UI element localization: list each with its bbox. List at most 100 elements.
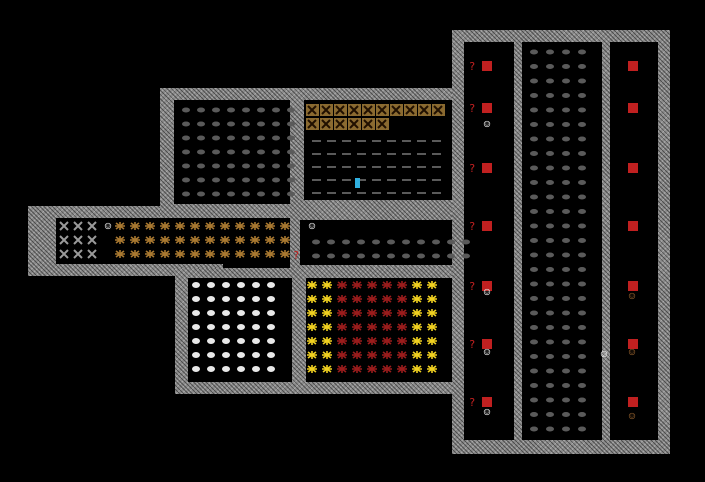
floor-tile	[530, 194, 538, 200]
wheat-icon	[205, 222, 215, 230]
floor-tile	[562, 78, 570, 84]
floor-tile	[530, 281, 538, 287]
bed-icon	[237, 310, 245, 316]
bed-icon	[207, 310, 215, 316]
wheat-icon	[160, 250, 170, 258]
floor-tile	[530, 78, 538, 84]
floor-tile	[530, 209, 538, 214]
floor-tile	[546, 238, 554, 243]
floor-tile	[546, 223, 554, 229]
floor-tile	[530, 165, 538, 171]
floor-tile	[530, 310, 538, 316]
floor-tile	[197, 107, 205, 113]
floor-tile	[197, 121, 205, 127]
dwarf-icon: ☺	[629, 346, 636, 359]
floor-tile	[562, 238, 570, 243]
floor-tile	[242, 149, 250, 155]
bed-icon	[192, 282, 200, 288]
floor-tile	[578, 238, 586, 243]
stockpile-icon	[307, 105, 317, 115]
floor-tile	[578, 64, 586, 69]
bin-icon	[87, 235, 97, 245]
floor-tile	[562, 93, 570, 98]
floor-tile	[287, 135, 295, 141]
crop-icon	[352, 295, 362, 303]
floor-tile	[578, 397, 586, 403]
floor-tile	[257, 107, 265, 113]
crop-icon	[367, 295, 377, 303]
wheat-icon	[175, 250, 185, 258]
floor-tile	[257, 163, 265, 169]
bed-icon	[207, 352, 215, 358]
floor-tile	[312, 239, 320, 245]
floor-tile	[562, 122, 570, 127]
floor-tile	[417, 253, 425, 259]
lever-icon	[628, 103, 638, 113]
floor-tile	[546, 310, 554, 316]
crop-icon	[337, 295, 347, 303]
floor-tile	[530, 136, 538, 142]
floor-tile	[287, 107, 295, 113]
unknown-item-icon: ?	[469, 102, 476, 115]
crop-icon	[337, 365, 347, 373]
crop-icon	[382, 323, 392, 331]
floor-tile	[402, 166, 411, 168]
floor-tile	[562, 223, 570, 229]
crop-icon	[322, 295, 332, 303]
bed-icon	[237, 338, 245, 344]
wheat-icon	[145, 250, 155, 258]
wheat-icon	[235, 250, 245, 258]
bed-icon	[222, 310, 230, 316]
workshop-room-floor	[304, 100, 454, 204]
floor-tile	[562, 310, 570, 316]
floor-tile	[182, 107, 190, 113]
crop-icon	[352, 281, 362, 289]
floor-tile	[546, 397, 554, 403]
wheat-icon	[235, 222, 245, 230]
floor-tile	[578, 223, 586, 229]
wheat-icon	[280, 222, 290, 230]
floor-tile	[212, 107, 220, 113]
wheat-icon	[115, 222, 125, 230]
floor-tile	[182, 163, 190, 169]
wheat-icon	[160, 236, 170, 244]
floor-tile	[342, 153, 351, 155]
crop-icon	[337, 337, 347, 345]
floor-tile	[257, 177, 265, 183]
crop-icon	[382, 281, 392, 289]
floor-tile	[578, 281, 586, 287]
floor-tile	[312, 253, 320, 259]
floor-tile	[342, 192, 351, 194]
floor-tile	[578, 412, 586, 417]
floor-tile	[578, 165, 586, 171]
wheat-icon	[175, 236, 185, 244]
unknown-item-icon: ?	[293, 249, 300, 262]
floor-tile	[578, 136, 586, 142]
floor-tile	[578, 194, 586, 200]
floor-tile	[182, 191, 190, 197]
floor-tile	[242, 191, 250, 197]
floor-tile	[357, 166, 366, 168]
floor-tile	[578, 339, 586, 345]
floor-tile	[227, 121, 235, 127]
floor-tile	[227, 135, 235, 141]
crop-icon	[352, 337, 362, 345]
bed-icon	[192, 366, 200, 372]
bed-icon	[207, 366, 215, 372]
floor-tile	[530, 296, 538, 301]
floor-tile	[287, 163, 295, 169]
floor-tile	[257, 191, 265, 197]
floor-tile	[546, 383, 554, 388]
floor-tile	[372, 192, 381, 194]
floor-tile	[212, 149, 220, 155]
wheat-icon	[145, 222, 155, 230]
wheat-icon	[280, 250, 290, 258]
floor-tile	[546, 281, 554, 287]
lever-icon	[482, 221, 492, 231]
crop-icon	[427, 323, 437, 331]
crop-icon	[397, 365, 407, 373]
floor-tile	[387, 239, 395, 245]
crop-icon	[367, 309, 377, 317]
floor-tile	[546, 151, 554, 156]
